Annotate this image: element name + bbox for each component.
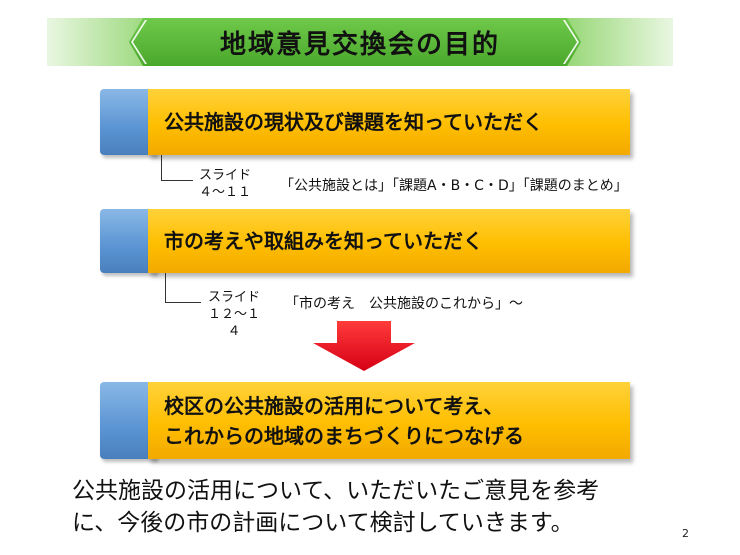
step-text: 市の考えや取組みを知っていただく xyxy=(164,209,620,273)
objective-step-3: 校区の公共施設の活用について考え、 これからの地域のまちづくりにつなげる xyxy=(100,382,630,459)
step-text: 公共施設の現状及び課題を知っていただく xyxy=(164,89,620,155)
slide-description: 「市の考え 公共施設のこれから」～ xyxy=(285,296,523,312)
title-banner: 地域意見交換会の目的 xyxy=(47,18,673,66)
step-bar xyxy=(148,382,630,459)
slide-range-label: スライド １２～１４ xyxy=(207,290,260,339)
page-title: 地域意見交換会の目的 xyxy=(219,29,500,60)
step-bar xyxy=(148,89,630,155)
objective-step-2: 市の考えや取組みを知っていただく xyxy=(100,209,630,273)
connector-line xyxy=(161,155,193,181)
page-number: 2 xyxy=(682,527,689,540)
step-line: これからの地域のまちづくりにつなげる xyxy=(164,423,524,448)
title-banner-shape xyxy=(47,18,673,66)
step-line: 公共施設の現状及び課題を知っていただく xyxy=(164,110,543,134)
slide-range-label: スライド ４～１１ xyxy=(198,168,251,200)
step-accent xyxy=(100,209,156,273)
step-line: 市の考えや取組みを知っていただく xyxy=(164,229,483,253)
down-arrow-icon xyxy=(313,321,415,371)
slide-description: 「公共施設とは」「課題A・B・C・D」「課題のまとめ」 xyxy=(280,178,628,194)
objective-step-1: 公共施設の現状及び課題を知っていただく xyxy=(100,89,630,155)
connector-line xyxy=(165,273,201,303)
step-accent xyxy=(100,89,156,155)
step-text: 校区の公共施設の活用について考え、 これからの地域のまちづくりにつなげる xyxy=(164,382,620,459)
summary-text: 公共施設の活用について、いただいたご意見を参考 に、今後の市の計画について検討し… xyxy=(72,478,600,536)
step-accent xyxy=(100,382,156,459)
step-bar xyxy=(148,209,630,273)
step-line: 校区の公共施設の活用について考え、 xyxy=(164,393,504,418)
